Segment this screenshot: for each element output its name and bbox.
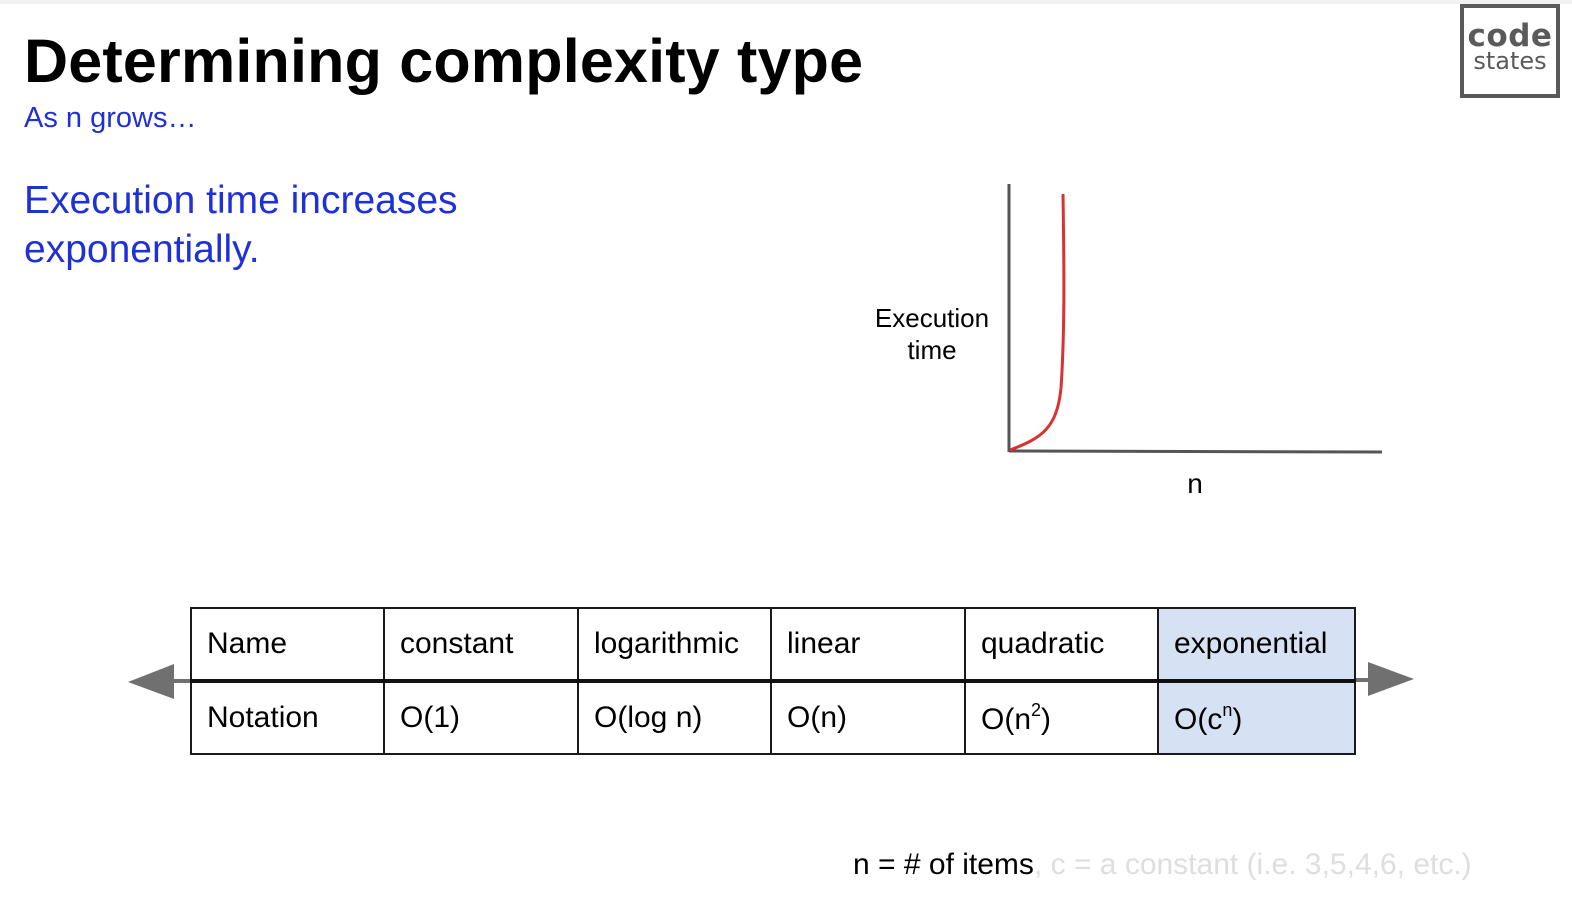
notation-base: O(log n) bbox=[594, 701, 703, 734]
notation-base: O(1) bbox=[400, 701, 460, 734]
top-strip bbox=[0, 0, 1572, 4]
cell-name-logarithmic: logarithmic bbox=[577, 607, 772, 683]
notation-exponent: n bbox=[1222, 699, 1233, 720]
cell-name-linear: linear bbox=[770, 607, 966, 683]
footer-note: n = # of items, c = a constant (i.e. 3,5… bbox=[853, 848, 1472, 882]
table-row-name: Name constant logarithmic linear quadrat… bbox=[190, 607, 1356, 683]
notation-tail: ) bbox=[1041, 702, 1052, 736]
graph-x-axis-label: n bbox=[1187, 468, 1203, 499]
statement-text: Execution time increases exponentially. bbox=[24, 179, 458, 271]
graph-y-axis-label: Execution time bbox=[862, 302, 1002, 366]
graph-x-axis bbox=[1008, 449, 1383, 454]
left-arrow-head bbox=[128, 664, 174, 699]
table-header-notation: Notation bbox=[190, 680, 385, 755]
cell-name-constant: constant bbox=[383, 607, 579, 683]
cell-notation-logarithmic: O(log n) bbox=[577, 680, 772, 755]
table-header-name: Name bbox=[190, 607, 385, 683]
notation-base: O(n) bbox=[787, 701, 847, 734]
notation-exponent: 2 bbox=[1031, 699, 1042, 720]
table-row-notation: Notation O(1) O(log n) O(n) O(n2) O(cn) bbox=[190, 680, 1356, 755]
cell-name-quadratic: quadratic bbox=[964, 607, 1159, 683]
complexity-table: Name constant logarithmic linear quadrat… bbox=[190, 607, 1356, 755]
logo-line-states: states bbox=[1473, 47, 1547, 75]
notation-base: O(n bbox=[981, 702, 1032, 736]
slide-subtitle: As n grows… bbox=[24, 102, 197, 134]
cell-notation-exponential: O(cn) bbox=[1157, 680, 1356, 755]
slide-title: Determining complexity type bbox=[24, 27, 864, 95]
y-label-line-1: Execution bbox=[874, 303, 990, 333]
notation-tail: ) bbox=[1232, 702, 1243, 736]
cell-notation-constant: O(1) bbox=[383, 680, 579, 755]
cell-notation-quadratic: O(n2) bbox=[964, 680, 1159, 755]
cell-name-exponential: exponential bbox=[1157, 607, 1356, 683]
cell-notation-linear: O(n) bbox=[770, 680, 966, 755]
footer-main: n = # of items bbox=[853, 848, 1034, 881]
y-label-line-2: time bbox=[907, 335, 957, 365]
footer-muted: , c = a constant (i.e. 3,5,4,6, etc.) bbox=[1033, 848, 1472, 881]
logo-line-code: code bbox=[1467, 18, 1553, 54]
notation-base: O(c bbox=[1174, 702, 1223, 736]
right-arrow-head bbox=[1368, 662, 1414, 696]
exponential-curve bbox=[1009, 193, 1066, 452]
code-states-logo: code states bbox=[1460, 4, 1560, 98]
